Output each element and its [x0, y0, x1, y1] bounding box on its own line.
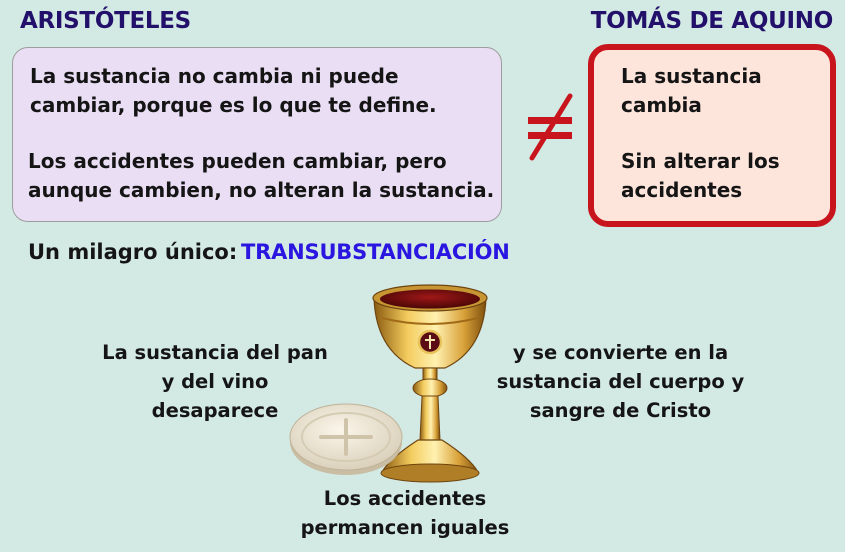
transubstantiation-term: TRANSUBSTANCIACIÓN [241, 240, 510, 264]
aristoteles-heading: ARISTÓTELES [20, 8, 191, 34]
aristoteles-box [12, 47, 502, 222]
accidents-remain-text: Los accidentes permancen iguales [300, 487, 510, 539]
tomas-accidents-text: Sin alterar los accidentes [621, 149, 780, 202]
miracle-label: Un milagro único: [28, 240, 238, 264]
tomas-substance-text: La sustancia cambia [621, 64, 762, 117]
aristoteles-accidents-text: Los accidentes pueden cambiar, pero aunq… [28, 149, 495, 202]
bread-wine-text: La sustancia del pan y del vino desapare… [102, 341, 328, 422]
not-equal-icon [528, 93, 573, 161]
aristoteles-substance-text: La sustancia no cambia ni puede cambiar,… [30, 64, 437, 117]
chalice-icon [372, 284, 488, 483]
body-blood-text: y se convierte en la sustancia del cuerp… [496, 341, 745, 422]
host-icon [289, 403, 403, 475]
tomas-box [588, 44, 836, 227]
tomas-de-aquino-heading: TOMÁS DE AQUINO [590, 8, 834, 34]
